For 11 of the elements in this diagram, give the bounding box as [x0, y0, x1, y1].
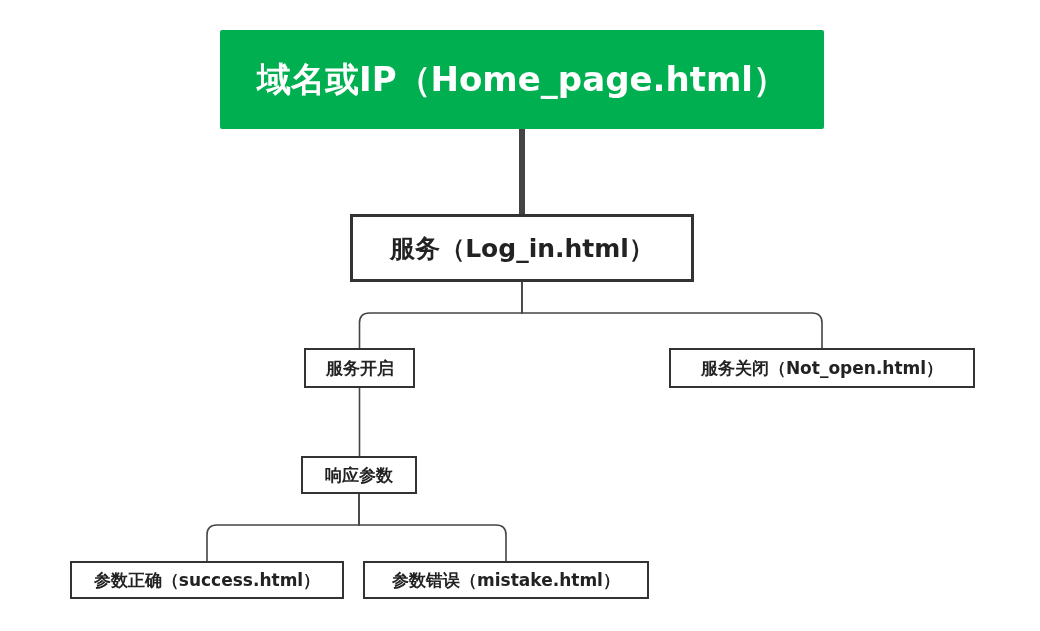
page-box: 参数错误（mistake.html）: [363, 561, 649, 599]
page-box: 服务（Log_in.html）: [350, 214, 694, 282]
page-box: 参数正确（success.html）: [70, 561, 344, 599]
connector-line: [519, 129, 525, 214]
page-box: 响应参数: [301, 456, 417, 494]
title-box: 域名或IP（Home_page.html）: [220, 30, 824, 129]
connector-line: [358, 387, 361, 457]
connector-line: [521, 281, 823, 349]
page-box: 服务关闭（Not_open.html）: [669, 348, 975, 388]
page-box: 服务开启: [304, 348, 415, 388]
connector-line: [358, 493, 507, 562]
